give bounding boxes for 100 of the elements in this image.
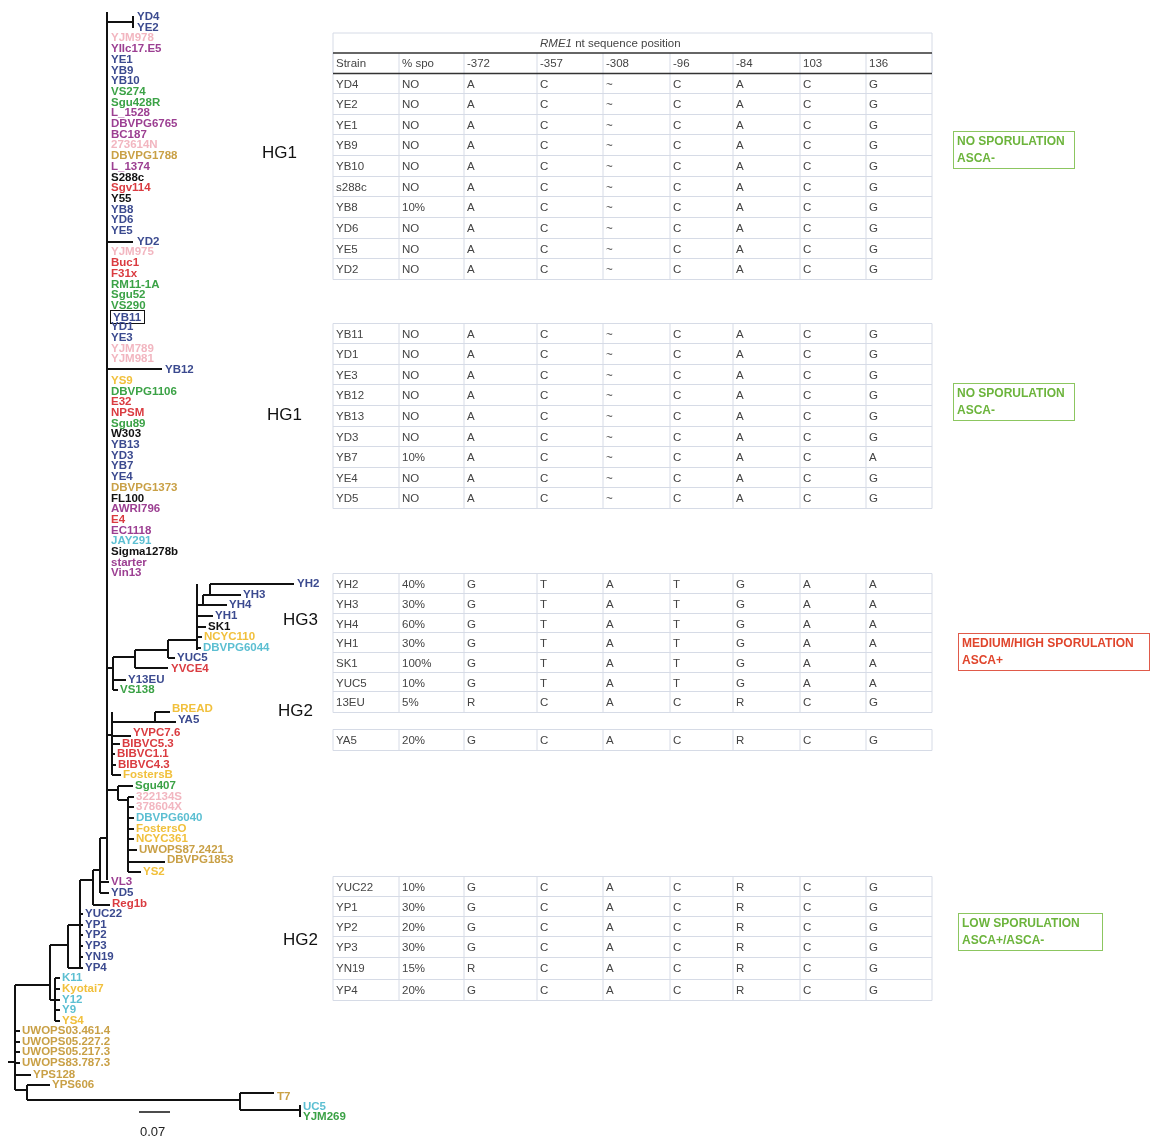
sporulation-value: NO	[402, 368, 420, 382]
strain-label: DBVPG6765	[111, 118, 178, 129]
strain-label: YB10	[111, 75, 140, 87]
nucleotide-base: T	[673, 676, 681, 690]
nucleotide-base: A	[467, 77, 475, 91]
nucleotide-base: T	[540, 597, 548, 611]
strain-label: YUC5	[177, 652, 208, 663]
strain-label: Sgu407	[135, 780, 176, 791]
nucleotide-base: ~	[606, 471, 613, 485]
strain-name: YP3	[336, 940, 358, 954]
sporulation-value: 15%	[402, 961, 426, 975]
strain-label: DBVPG1373	[111, 481, 178, 493]
nucleotide-base: C	[803, 983, 812, 997]
nucleotide-base: G	[736, 617, 745, 631]
sporulation-value: 100%	[402, 656, 432, 670]
phenotype-box: LOW SPORULATION ASCA+/ASCA-	[958, 913, 1103, 951]
nucleotide-base: G	[869, 388, 878, 402]
nucleotide-base: A	[467, 471, 475, 485]
nucleotide-base: G	[467, 920, 476, 934]
nucleotide-base: ~	[606, 180, 613, 194]
strain-label: DBVPG6044	[203, 642, 270, 653]
strain-name: YH1	[336, 636, 359, 650]
column-header: -84	[736, 56, 753, 70]
column-header: -357	[540, 56, 564, 70]
nucleotide-base: A	[606, 676, 614, 690]
strain-label: YN19	[85, 951, 114, 962]
nucleotide-base: T	[673, 636, 681, 650]
nucleotide-base: C	[803, 159, 812, 173]
strain-label: UC5	[303, 1101, 326, 1112]
haplogroup-label: HG2	[283, 930, 318, 950]
strain-label: YH3	[243, 589, 266, 600]
strain-name: YD2	[336, 262, 359, 276]
nucleotide-base: R	[736, 920, 745, 934]
strain-name: YB7	[336, 450, 358, 464]
nucleotide-base: C	[540, 961, 549, 975]
strain-label: UWOPS83.787.3	[22, 1057, 111, 1068]
nucleotide-base: C	[540, 97, 549, 111]
column-header: 136	[869, 56, 889, 70]
strain-label: L_1374	[111, 160, 150, 172]
nucleotide-base: C	[540, 983, 549, 997]
nucleotide-base: ~	[606, 450, 613, 464]
nucleotide-base: C	[673, 388, 682, 402]
sporulation-value: NO	[402, 388, 420, 402]
strain-label: Sigma1278b	[111, 546, 179, 557]
nucleotide-base: C	[803, 880, 812, 894]
strain-name: YB13	[336, 409, 365, 423]
strain-name: YA5	[336, 733, 357, 747]
nucleotide-base: C	[803, 491, 812, 505]
strain-label: 378604X	[136, 801, 183, 812]
nucleotide-base: T	[673, 617, 681, 631]
strain-label: BIBVC1.1	[117, 748, 169, 759]
strain-name: YD3	[336, 430, 359, 444]
nucleotide-base: C	[803, 695, 812, 709]
strain-label: UWOPS05.227.2	[22, 1036, 111, 1047]
nucleotide-base: T	[540, 636, 548, 650]
nucleotide-base: A	[467, 491, 475, 505]
nucleotide-base: G	[869, 347, 878, 361]
nucleotide-base: G	[736, 577, 745, 591]
strain-label: Sgu428R	[111, 96, 161, 108]
strain-name: YE1	[336, 118, 358, 132]
nucleotide-base: ~	[606, 138, 613, 152]
strain-name: YUC5	[336, 676, 367, 690]
nucleotide-base: C	[540, 920, 549, 934]
nucleotide-base: C	[540, 242, 549, 256]
sporulation-value: 30%	[402, 636, 426, 650]
strain-label: VS274	[111, 85, 146, 97]
nucleotide-base: G	[467, 983, 476, 997]
nucleotide-base: G	[869, 138, 878, 152]
nucleotide-base: G	[869, 77, 878, 91]
sporulation-value: 10%	[402, 450, 426, 464]
strain-label: YD4	[137, 11, 160, 22]
strain-label: UWOPS05.217.3	[22, 1046, 111, 1057]
nucleotide-base: C	[673, 138, 682, 152]
strain-label: YE2	[137, 21, 159, 33]
nucleotide-base: R	[736, 733, 745, 747]
nucleotide-base: C	[673, 430, 682, 444]
nucleotide-base: A	[736, 430, 744, 444]
nucleotide-base: G	[467, 900, 476, 914]
phenotype-box: NO SPORULATION ASCA-	[953, 131, 1075, 169]
nucleotide-base: A	[736, 242, 744, 256]
strain-label: YB8	[111, 203, 134, 215]
strain-name: YD1	[336, 347, 359, 361]
nucleotide-base: A	[467, 347, 475, 361]
nucleotide-base: C	[540, 347, 549, 361]
strain-label: YH4	[229, 599, 252, 610]
nucleotide-base: C	[803, 961, 812, 975]
strain-label: E4	[111, 513, 126, 525]
nucleotide-base: C	[803, 77, 812, 91]
strain-label: YH2	[297, 578, 320, 589]
nucleotide-base: A	[467, 159, 475, 173]
sporulation-value: 20%	[402, 733, 426, 747]
strain-label: YVPC7.6	[133, 727, 181, 738]
nucleotide-base: C	[540, 159, 549, 173]
sporulation-value: NO	[402, 138, 420, 152]
strain-label: YB9	[111, 64, 134, 76]
strain-name: SK1	[336, 656, 358, 670]
nucleotide-base: G	[467, 636, 476, 650]
nucleotide-base: R	[467, 695, 476, 709]
nucleotide-base: A	[736, 200, 744, 214]
nucleotide-base: R	[736, 940, 745, 954]
